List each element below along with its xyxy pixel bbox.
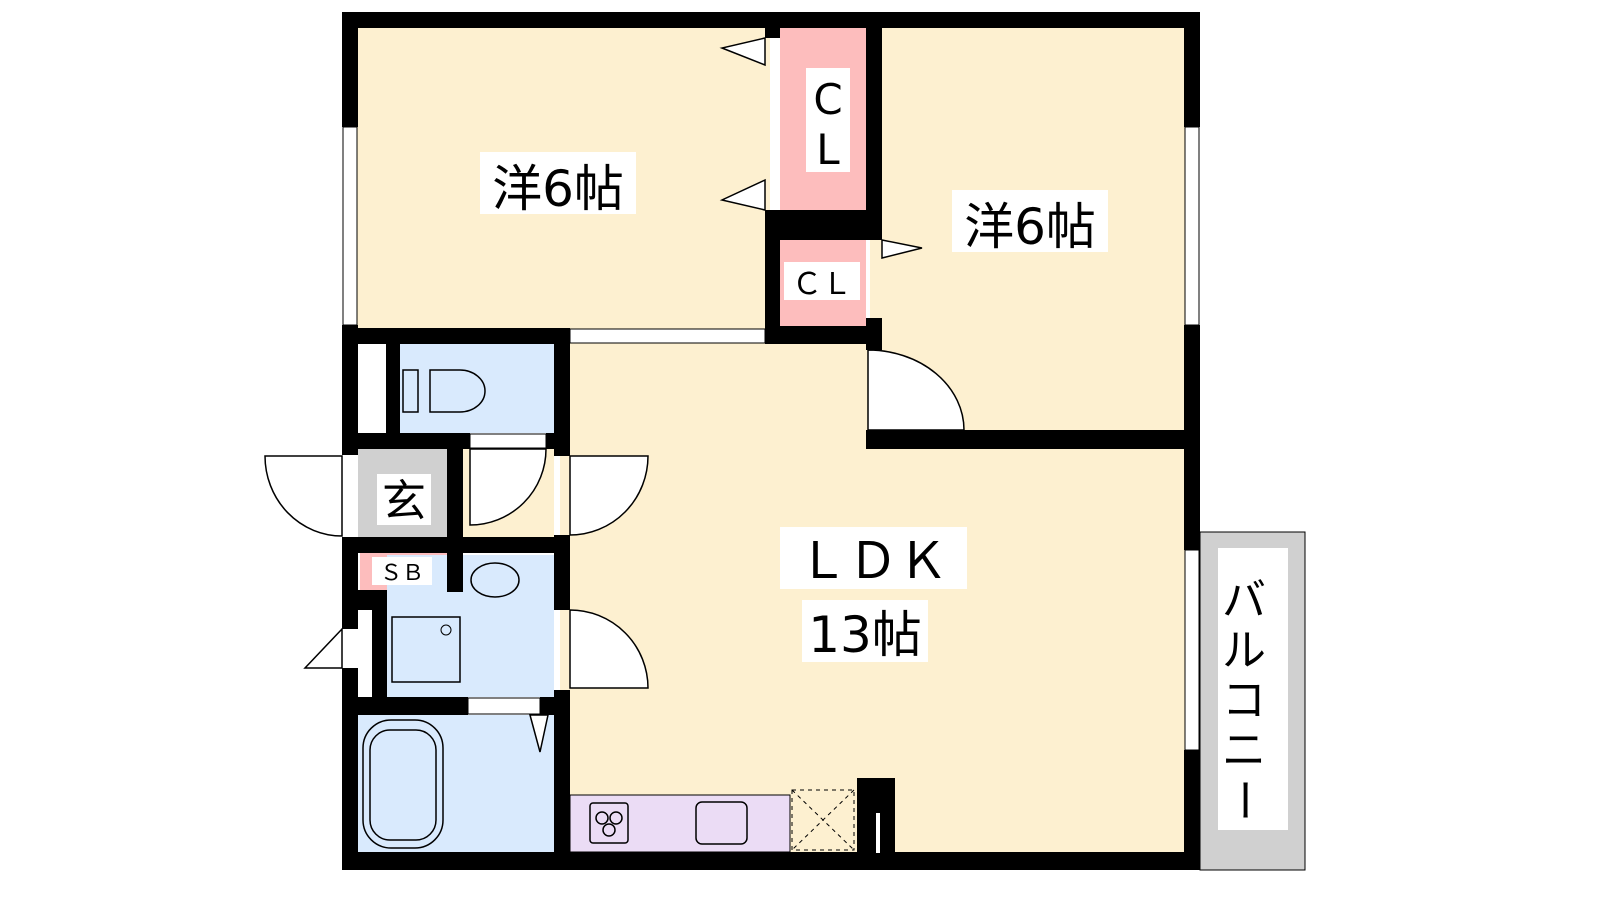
kitchen-counter [569,794,791,853]
kitchen-sink-icon [695,801,748,845]
balcony-inner [1218,548,1288,830]
ldk-size-label: 13帖 [808,606,922,664]
balcony-label: バ ル コ ニ ー [1218,575,1269,822]
western-room-1-label: 洋6帖 [492,160,624,218]
sink-icon [470,562,520,598]
closet-2-label: ＣＬ [792,267,852,302]
svg-text:ー: ー [1218,778,1269,822]
doors[interactable] [264,37,965,753]
stove-icon [589,802,629,844]
toilet-floor [400,344,554,433]
toilet-icon [402,369,486,413]
entrance-label: 玄 [382,476,426,527]
svg-text:コ: コ [1222,675,1266,726]
ldk-label: ＬＤＫ [798,532,948,590]
shoe-box-label: ＳＢ [380,561,424,586]
svg-text:ニ: ニ [1222,725,1266,776]
svg-text:バ: バ [1222,575,1266,626]
svg-text:ル: ル [1222,625,1266,676]
closet-1-label-top: C [813,75,842,124]
bath-floor [358,715,554,852]
closet-1-label-bottom: L [816,125,840,174]
western-room-2-label: 洋6帖 [964,198,1096,256]
storage [358,344,386,433]
windows[interactable] [342,126,1200,751]
fridge-space [791,789,855,851]
washing-machine-icon [391,616,461,683]
bathtub-icon [362,719,444,849]
walls [342,12,1200,870]
